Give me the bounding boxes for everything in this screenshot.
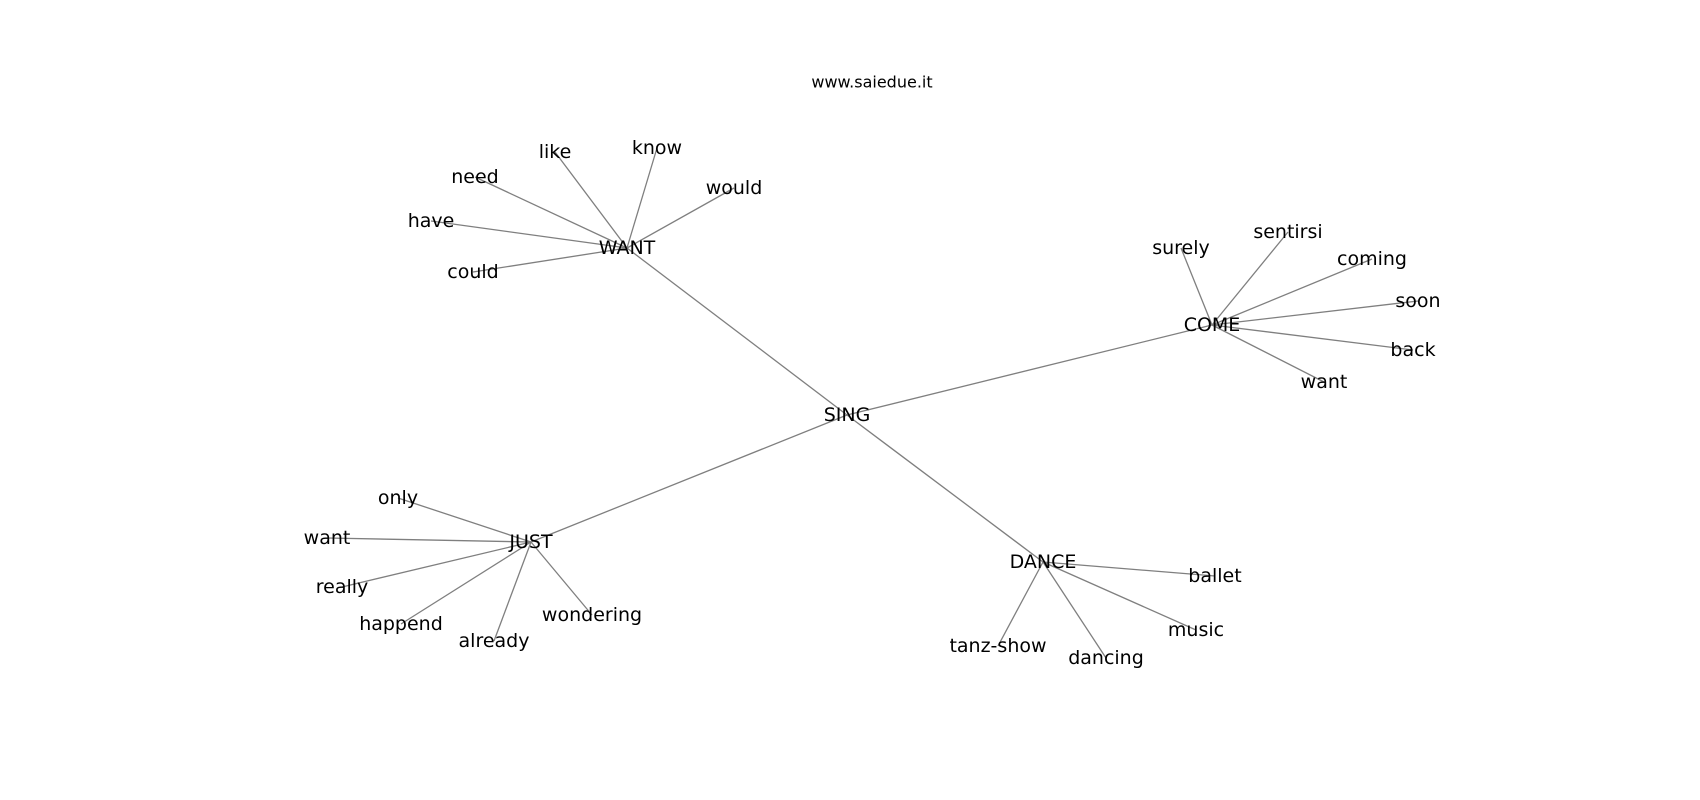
- leaf-node-label: want: [1301, 371, 1348, 393]
- edges: [326, 147, 1419, 659]
- leaf-node-label: know: [632, 137, 682, 159]
- edge-center-to-want: [626, 247, 848, 416]
- leaf-node-label: tanz-show: [949, 635, 1046, 657]
- edge-want-to-have: [430, 220, 628, 249]
- leaf-node-label: sentirsi: [1253, 221, 1322, 243]
- leaf-node-label: surely: [1152, 237, 1210, 259]
- edge-just-to-wondering: [530, 541, 593, 616]
- edge-want-to-would: [626, 187, 735, 249]
- hub-node-label: WANT: [599, 237, 656, 259]
- edge-dance-to-dancing: [1042, 561, 1107, 659]
- leaf-node-label: already: [459, 630, 530, 652]
- leaf-node-label: could: [447, 261, 498, 283]
- edge-dance-to-ballet: [1042, 561, 1216, 577]
- edge-want-to-like: [554, 151, 628, 249]
- edge-just-to-already: [493, 541, 532, 642]
- edge-want-to-could: [472, 247, 628, 273]
- leaf-node-label: happend: [359, 613, 443, 635]
- nodes: like know would need have could WANT surely sent…: [304, 137, 1441, 669]
- edge-just-to-happend: [400, 541, 532, 625]
- leaf-node-label: wondering: [542, 604, 642, 626]
- edge-just-to-want: [326, 537, 532, 543]
- edge-just-to-really: [341, 541, 532, 588]
- leaf-node-label: soon: [1395, 290, 1440, 312]
- leaf-node-label: would: [706, 177, 763, 199]
- edge-center-to-dance: [846, 414, 1044, 563]
- edge-want-to-know: [626, 147, 658, 249]
- leaf-node-label: back: [1390, 339, 1435, 361]
- edge-come-to-back: [1211, 324, 1414, 351]
- edge-dance-to-tanz-show: [997, 561, 1044, 647]
- leaf-node-label: have: [408, 210, 455, 232]
- edge-center-to-come: [846, 324, 1213, 416]
- leaf-node-label: only: [378, 487, 418, 509]
- leaf-node-label: really: [316, 576, 369, 598]
- leaf-node-label: coming: [1337, 248, 1407, 270]
- leaf-node-label: ballet: [1188, 565, 1241, 587]
- edge-come-to-want: [1211, 324, 1325, 383]
- leaf-node-label: like: [539, 141, 572, 163]
- leaf-node-label: dancing: [1068, 647, 1144, 669]
- leaf-node-label: music: [1168, 619, 1224, 641]
- center-node-label: SING: [824, 404, 871, 426]
- edge-want-to-need: [474, 176, 628, 249]
- edge-come-to-surely: [1180, 247, 1213, 326]
- hub-node-label: COME: [1184, 314, 1241, 336]
- edge-just-to-only: [397, 497, 532, 543]
- hub-node-label: DANCE: [1010, 551, 1077, 573]
- edge-come-to-soon: [1211, 300, 1419, 326]
- edge-dance-to-music: [1042, 561, 1197, 631]
- edge-center-to-just: [530, 414, 848, 543]
- edge-come-to-coming: [1211, 258, 1373, 326]
- site-title: www.saiedue.it: [811, 73, 932, 92]
- leaf-node-label: want: [304, 527, 351, 549]
- edge-come-to-sentirsi: [1211, 231, 1289, 326]
- hub-node-label: JUST: [508, 531, 553, 553]
- leaf-node-label: need: [451, 166, 498, 188]
